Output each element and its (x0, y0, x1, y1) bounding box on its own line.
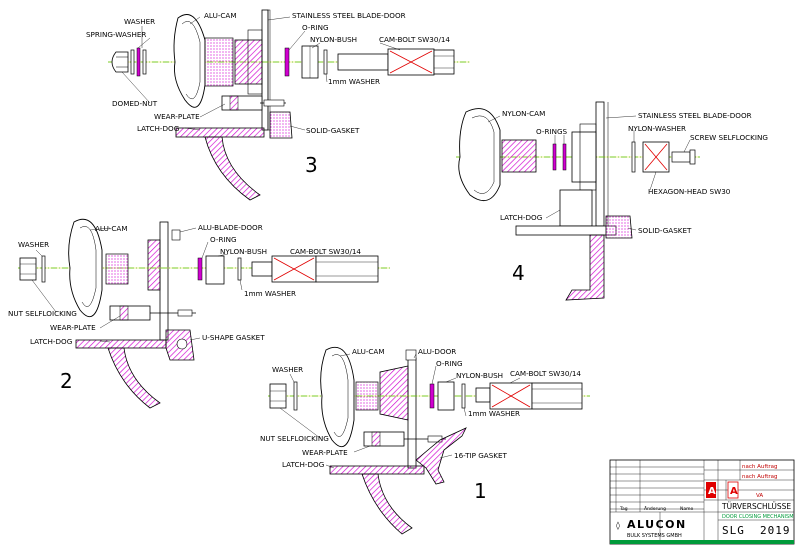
v4-nylon-washer-label: NYLON-WASHER (628, 124, 686, 133)
v3-spring-washer-label: SPRING-WASHER (86, 30, 146, 39)
v4-blade-door-label: STAINLESS STEEL BLADE-DOOR (638, 111, 752, 120)
view-1: ALU-CAM ALU-DOOR O-RING WASHER NYLON-BUS… (260, 346, 590, 535)
tb-year: 2019 (760, 524, 791, 537)
v1-o-ring-label: O-RING (436, 359, 463, 368)
v3-alu-cam-label: ALU-CAM (204, 11, 237, 20)
tb-company-sub: BULK SYSTEMS GMBH (627, 533, 682, 539)
v3-blade-door-label: STAINLESS STEEL BLADE-DOOR (292, 11, 406, 20)
tb-r1: nach Auftrag (742, 464, 777, 470)
v2-alu-blade-door-label: ALU-BLADE-DOOR (198, 223, 263, 232)
v4-o-rings-label: O-RINGS (536, 127, 568, 136)
v1-alu-cam-label: ALU-CAM (352, 347, 385, 356)
company-logo-icon: ◊ (616, 521, 620, 530)
v2-nut-label: NUT SELFLOICKING (8, 309, 77, 318)
v4-latch-dog-label: LATCH-DOG (500, 213, 542, 222)
v3-solid-gasket-label: SOLID-GASKET (306, 126, 360, 135)
alucon-logo-icon: A (708, 486, 716, 497)
v2-cam-bolt-label: CAM-BOLT SW30/14 (290, 247, 361, 256)
v1-nut-label: NUT SELFLOICKING (260, 434, 329, 443)
view-4-number: 4 (512, 261, 525, 285)
view-2: WASHER ALU-CAM ALU-BLADE-DOOR O-RING NYL… (8, 218, 390, 409)
v2-latch-dog-label: LATCH-DOG (30, 337, 72, 346)
v3-cam-bolt-label: CAM-BOLT SW30/14 (379, 35, 450, 44)
v1-washer-1mm-label: 1mm WASHER (468, 409, 520, 418)
v1-nylon-bush-label: NYLON-BUSH (456, 371, 503, 380)
v3-domed-nut-label: DOMED-NUT (112, 99, 158, 108)
v1-gasket-label: 16-TIP GASKET (454, 451, 508, 460)
v3-washer-1mm-label: 1mm WASHER (328, 77, 380, 86)
tb-code: SLG (722, 524, 745, 537)
v1-cam-bolt-label: CAM-BOLT SW30/14 (510, 369, 581, 378)
tb-title: TÜRVERSCHLÜSSE (721, 502, 791, 511)
v4-screw-label: SCREW SELFLOCKING (690, 133, 768, 142)
view-3-number: 3 (305, 153, 318, 177)
v3-nylon-bush-label: NYLON-BUSH (310, 35, 357, 44)
v1-washer-label: WASHER (272, 365, 303, 374)
view-3: WASHER SPRING-WASHER ALU-CAM STAINLESS S… (86, 9, 470, 201)
v2-washer-1mm-label: 1mm WASHER (244, 289, 296, 298)
v3-o-ring-label: O-RING (302, 23, 329, 32)
v2-alu-cam-label: ALU-CAM (95, 224, 128, 233)
v1-wear-plate-label: WEAR-PLATE (302, 448, 348, 457)
tb-va: VA (756, 493, 763, 499)
tb-col-tag: Tag (619, 506, 628, 512)
view-1-number: 1 (474, 479, 487, 503)
view-4: NYLON-CAM STAINLESS STEEL BLADE-DOOR O-R… (456, 101, 768, 301)
tb-col-rev: Änderung (644, 505, 666, 512)
v3-washer-label: WASHER (124, 17, 155, 26)
v1-latch-dog-label: LATCH-DOG (282, 460, 324, 469)
tb-subtitle: DOOR CLOSING MECHANISM (722, 514, 794, 520)
view-2-number: 2 (60, 369, 73, 393)
v4-nylon-cam-label: NYLON-CAM (502, 109, 545, 118)
alucon-logo-outline-icon: A (730, 486, 738, 497)
v1-alu-door-label: ALU-DOOR (418, 347, 456, 356)
tb-col-name: Name (680, 506, 694, 512)
v4-solid-gasket-label: SOLID-GASKET (638, 226, 692, 235)
v2-o-ring-label: O-RING (210, 235, 237, 244)
v2-washer-label: WASHER (18, 240, 49, 249)
title-block: Tag Änderung Name A A nach Auftrag nach … (609, 459, 795, 545)
v3-latch-dog-label: LATCH-DOG (137, 124, 179, 133)
tb-company: ALUCON (627, 518, 687, 531)
tb-r2: nach Auftrag (742, 474, 777, 480)
v2-nylon-bush-label: NYLON-BUSH (220, 247, 267, 256)
v3-wear-plate-label: WEAR-PLATE (154, 112, 200, 121)
v4-hex-head-label: HEXAGON-HEAD SW30 (648, 187, 731, 196)
v2-wear-plate-label: WEAR-PLATE (50, 323, 96, 332)
v2-u-gasket-label: U-SHAPE GASKET (202, 333, 265, 342)
